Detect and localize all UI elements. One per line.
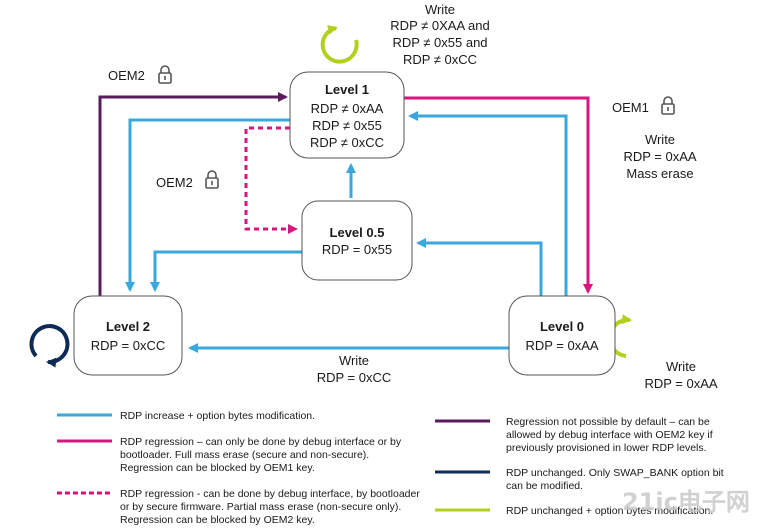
arrow-level1-to-level0-magenta	[404, 96, 593, 294]
svg-text:Write: Write	[339, 353, 369, 368]
node-level2: Level 2 RDP = 0xCC	[73, 295, 183, 376]
svg-text:RDP regression - can be done b: RDP regression - can be done by debug in…	[120, 488, 420, 500]
level0-title: Level 0	[540, 319, 584, 334]
level05-title: Level 0.5	[330, 225, 385, 240]
svg-text:Regression can be blocked by O: Regression can be blocked by OEM2 key.	[120, 514, 315, 526]
svg-text:RDP = 0xAA: RDP = 0xAA	[623, 149, 696, 164]
lock-icon	[661, 96, 675, 115]
node-level0: Level 0 RDP = 0xAA	[508, 295, 616, 376]
svg-text:Regression not possible by def: Regression not possible by default – can…	[506, 416, 710, 428]
svg-text:Write: Write	[645, 132, 675, 147]
annotation-level0-write: Write RDP = 0xAA	[644, 359, 717, 391]
oem1-label: OEM1	[612, 100, 649, 115]
arrow-level0-to-level1-blue	[408, 111, 568, 297]
svg-text:RDP = 0xAA: RDP = 0xAA	[644, 376, 717, 391]
annotation-bottom-write: Write RDP = 0xCC	[317, 353, 392, 385]
level05-line-1: RDP = 0x55	[322, 242, 392, 257]
legend: RDP increase + option bytes modification…	[57, 410, 724, 526]
svg-text:RDP unchanged + option bytes m: RDP unchanged + option bytes modificatio…	[506, 505, 713, 517]
svg-text:RDP regression – can only be d: RDP regression – can only be done by deb…	[120, 436, 402, 448]
svg-text:RDP = 0xCC: RDP = 0xCC	[317, 370, 392, 385]
svg-text:RDP ≠ 0x55 and: RDP ≠ 0x55 and	[392, 35, 487, 50]
oem2-mid-label: OEM2	[156, 175, 193, 190]
svg-text:RDP ≠ 0XAA and: RDP ≠ 0XAA and	[390, 18, 489, 33]
legend-item-unchanged-swap: RDP unchanged. Only SWAP_BANK option bit…	[435, 467, 724, 492]
arrow-level1-to-level2-blue	[125, 118, 291, 292]
svg-text:Mass erase: Mass erase	[626, 166, 693, 181]
svg-text:Write: Write	[425, 2, 455, 17]
watermark: 21ic电子网	[622, 488, 750, 516]
svg-text:RDP increase + option bytes mo: RDP increase + option bytes modification…	[120, 410, 315, 422]
level2-title: Level 2	[106, 319, 150, 334]
svg-text:Regression can be blocked by O: Regression can be blocked by OEM1 key.	[120, 462, 315, 474]
oem2-top-label: OEM2	[108, 68, 145, 83]
lock-icon	[158, 65, 172, 84]
svg-text:RDP ≠ 0xCC: RDP ≠ 0xCC	[403, 52, 477, 67]
svg-text:or by secure firmware. Partial: or by secure firmware. Partial mass eras…	[120, 501, 401, 513]
svg-text:bootloader. Full mass erase (s: bootloader. Full mass erase (secure and …	[120, 449, 369, 461]
lock-icon	[205, 170, 219, 189]
svg-text:allowed by debug interface wit: allowed by debug interface with OEM2 key…	[506, 429, 713, 441]
legend-item-unchanged-lime: RDP unchanged + option bytes modificatio…	[435, 505, 713, 517]
level1-title: Level 1	[325, 82, 369, 97]
level1-line-3: RDP ≠ 0xCC	[310, 135, 384, 150]
node-level1: Level 1 RDP ≠ 0xAA RDP ≠ 0x55 RDP ≠ 0xCC	[289, 71, 405, 159]
legend-item-regression: RDP regression – can only be done by deb…	[57, 436, 402, 474]
level1-line-1: RDP ≠ 0xAA	[311, 101, 384, 116]
svg-text:RDP unchanged. Only SWAP_BANK: RDP unchanged. Only SWAP_BANK option bit	[506, 467, 724, 479]
legend-item-increase: RDP increase + option bytes modification…	[57, 410, 315, 422]
svg-text:can be modified.: can be modified.	[506, 480, 583, 492]
legend-item-regression-not-possible: Regression not possible by default – can…	[435, 416, 713, 454]
node-level05: Level 0.5 RDP = 0x55	[301, 200, 413, 281]
level2-line-1: RDP = 0xCC	[91, 338, 166, 353]
arrow-level2-to-level1-purple	[98, 92, 288, 297]
arrow-level1-to-level05-dashed	[244, 126, 298, 234]
legend-item-partial-regression: RDP regression - can be done by debug in…	[57, 488, 420, 526]
self-loop-level1-lime	[320, 24, 359, 64]
arrow-level05-to-level2-blue	[150, 250, 302, 292]
svg-text:Write: Write	[666, 359, 696, 374]
svg-text:previously provisioned in lowe: previously provisioned in lower RDP leve…	[506, 442, 707, 454]
annotation-top-write: Write RDP ≠ 0XAA and RDP ≠ 0x55 and RDP …	[390, 2, 489, 67]
self-loop-level2-navy	[29, 324, 70, 368]
level1-line-2: RDP ≠ 0x55	[312, 118, 382, 133]
annotation-right-write: Write RDP = 0xAA Mass erase	[623, 132, 696, 181]
arrow-level0-to-level05-blue	[416, 238, 543, 297]
level0-line-1: RDP = 0xAA	[525, 338, 598, 353]
